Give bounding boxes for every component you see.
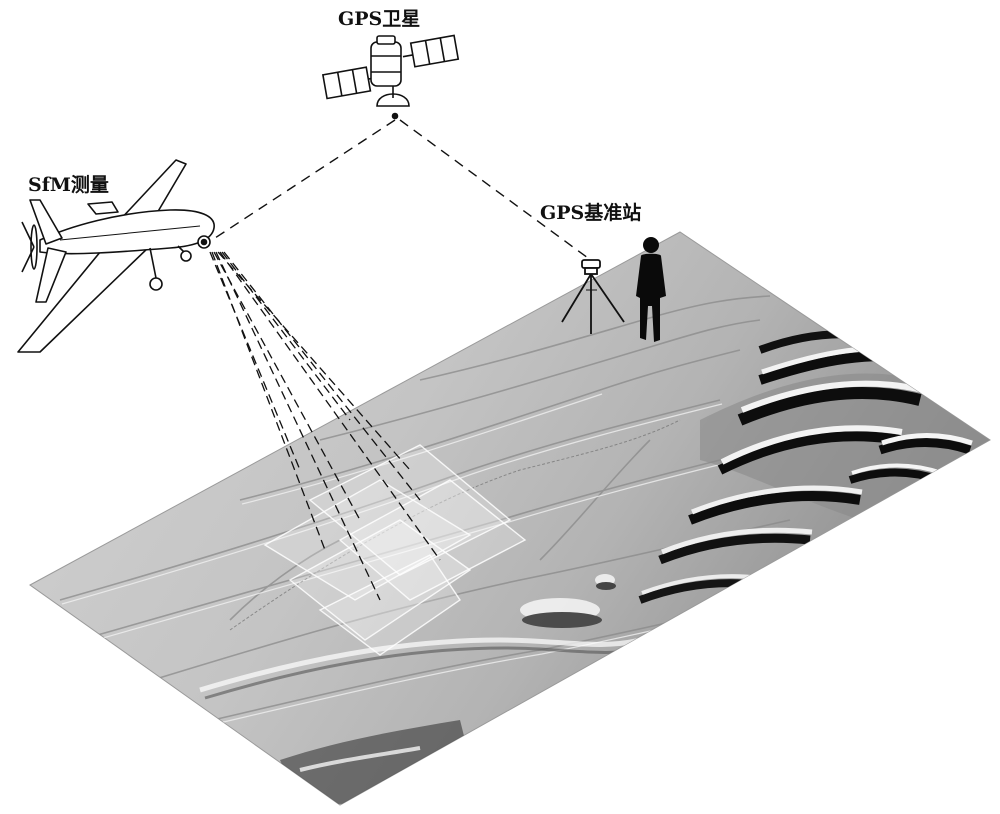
person-silhouette-icon — [636, 237, 666, 342]
satellite-icon — [321, 34, 460, 120]
label-gps-base-station: GPS基准站 — [540, 202, 642, 224]
footprint-5 — [318, 554, 461, 656]
label-sfm-survey: SfM测量 — [28, 174, 109, 196]
camera-view-rays — [209, 251, 441, 601]
footprint-2 — [308, 444, 512, 576]
footprint-1 — [263, 479, 472, 601]
uav-drone-icon — [17, 159, 215, 353]
terrain-dem — [29, 231, 991, 806]
footprint-4 — [338, 479, 527, 601]
label-gps-satellite: GPS卫星 — [338, 8, 421, 30]
gps-tripod-icon — [561, 259, 625, 334]
image-footprints — [263, 444, 527, 656]
signal-satellite-to-base — [399, 119, 589, 259]
signal-satellite-to-drone — [211, 119, 396, 241]
gps-signal-lines — [211, 119, 589, 259]
